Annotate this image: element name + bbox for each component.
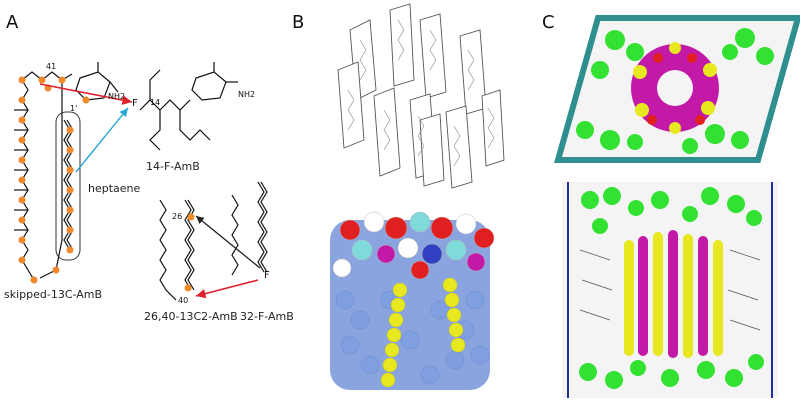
barrel-line-drawing bbox=[337, 3, 505, 189]
panel-b-letter: B bbox=[292, 12, 305, 33]
label-40: 40 bbox=[178, 296, 189, 305]
red-arrow-14f bbox=[39, 83, 133, 105]
panel-a-structures bbox=[14, 62, 268, 301]
label-heptaene: heptaene bbox=[88, 182, 141, 195]
label-fa: F bbox=[132, 98, 138, 109]
f32-structure bbox=[231, 181, 268, 276]
cyan-arrow bbox=[75, 107, 129, 173]
space-filling-model bbox=[330, 211, 495, 390]
barrel-molecule-strokes bbox=[347, 19, 495, 167]
label-1p: 1' bbox=[70, 104, 78, 113]
panel-b-graphics bbox=[330, 3, 505, 390]
label-14-f-amb: 14-F-AmB bbox=[146, 160, 200, 173]
black-arrow bbox=[195, 215, 261, 269]
label-nh2-b: NH2 bbox=[238, 90, 256, 99]
panel-a: A bbox=[0, 0, 294, 402]
f14-structure bbox=[139, 62, 238, 151]
panel-a-letter: A bbox=[6, 12, 19, 33]
label-26: 26 bbox=[172, 212, 183, 221]
label-nh2-a: NH2 bbox=[108, 92, 126, 101]
top-view bbox=[554, 15, 800, 163]
panel-c: C bbox=[540, 0, 800, 402]
label-32-f-amb: 32-F-AmB bbox=[240, 310, 294, 323]
amb-skeleton bbox=[14, 62, 119, 281]
red-arrow-32f bbox=[195, 279, 259, 299]
c40-marker bbox=[184, 284, 192, 292]
label-skipped: skipped-13C-AmB bbox=[4, 288, 103, 301]
panel-c-graphics bbox=[554, 15, 800, 398]
labeled-carbons bbox=[18, 76, 90, 284]
heptaene-outline bbox=[55, 111, 81, 261]
label-fb: F bbox=[264, 270, 270, 281]
panel-b: B bbox=[290, 0, 540, 402]
label-41: 41 bbox=[46, 62, 57, 71]
panel-c-letter: C bbox=[542, 12, 555, 33]
side-view bbox=[562, 182, 778, 398]
label-26-40: 26,40-13C2-AmB bbox=[144, 310, 238, 323]
c26-marker bbox=[187, 213, 195, 221]
label-14: 14 bbox=[150, 98, 161, 107]
